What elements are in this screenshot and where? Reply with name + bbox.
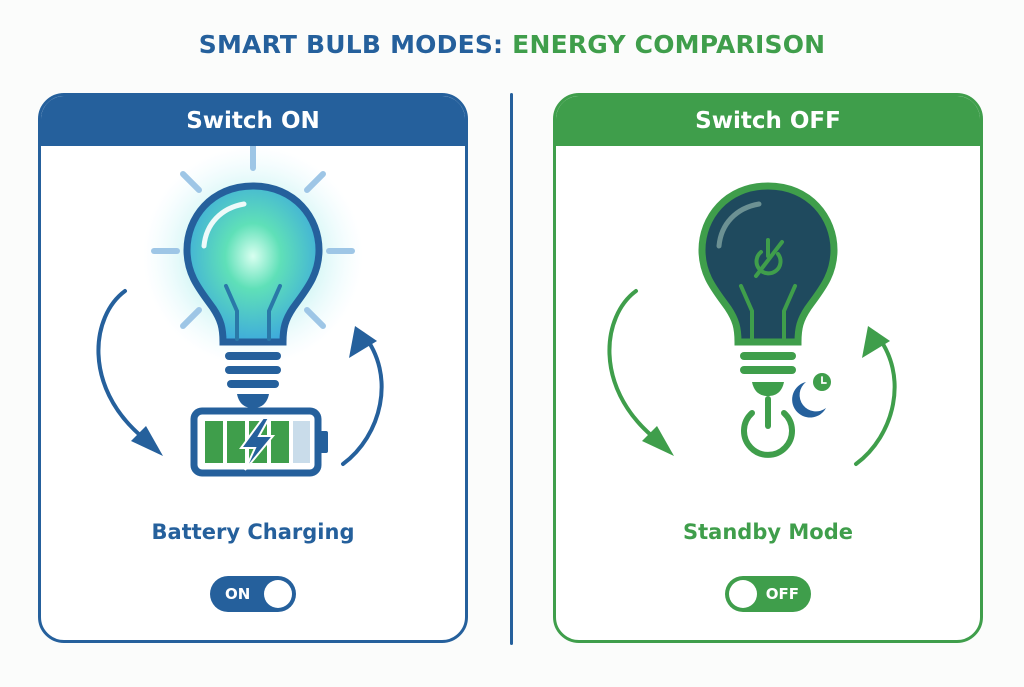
arrow-head-left-icon (131, 426, 163, 456)
glowing-bulb-icon (143, 146, 363, 408)
panel-divider (510, 93, 513, 645)
arrow-head-left-icon (642, 426, 674, 456)
toggle-on-label: ON (225, 585, 251, 603)
arrow-head-right-icon (862, 326, 890, 358)
toggle-knob (729, 580, 757, 608)
cycle-arrows-icon (607, 289, 897, 466)
switch-off-header: Switch OFF (556, 96, 980, 146)
power-standby-icon (741, 396, 795, 458)
battery-charging-icon (190, 407, 328, 477)
no-power-glyph-icon (754, 238, 784, 278)
page-title: SMART BULB MODES: ENERGY COMPARISON (0, 30, 1024, 59)
on-toggle-switch[interactable]: ON (210, 576, 296, 612)
switch-on-panel: Switch ON (38, 93, 468, 643)
moon-clock-icon (792, 373, 831, 418)
battery-charging-label: Battery Charging (151, 520, 355, 544)
toggle-off-label: OFF (765, 585, 799, 603)
arrow-head-right-icon (349, 326, 377, 358)
switch-on-header: Switch ON (41, 96, 465, 146)
switch-off-illustration (607, 182, 897, 466)
toggle-knob (264, 580, 292, 608)
cycle-arrows-icon (96, 289, 384, 466)
switch-on-illustration (96, 146, 384, 477)
title-part-1: SMART BULB MODES: (198, 30, 504, 59)
standby-mode-label: Standby Mode (683, 520, 853, 544)
dark-bulb-icon (698, 182, 838, 396)
off-toggle-switch[interactable]: OFF (725, 576, 811, 612)
title-part-2: ENERGY COMPARISON (512, 30, 826, 59)
switch-off-panel: Switch OFF (553, 93, 983, 643)
